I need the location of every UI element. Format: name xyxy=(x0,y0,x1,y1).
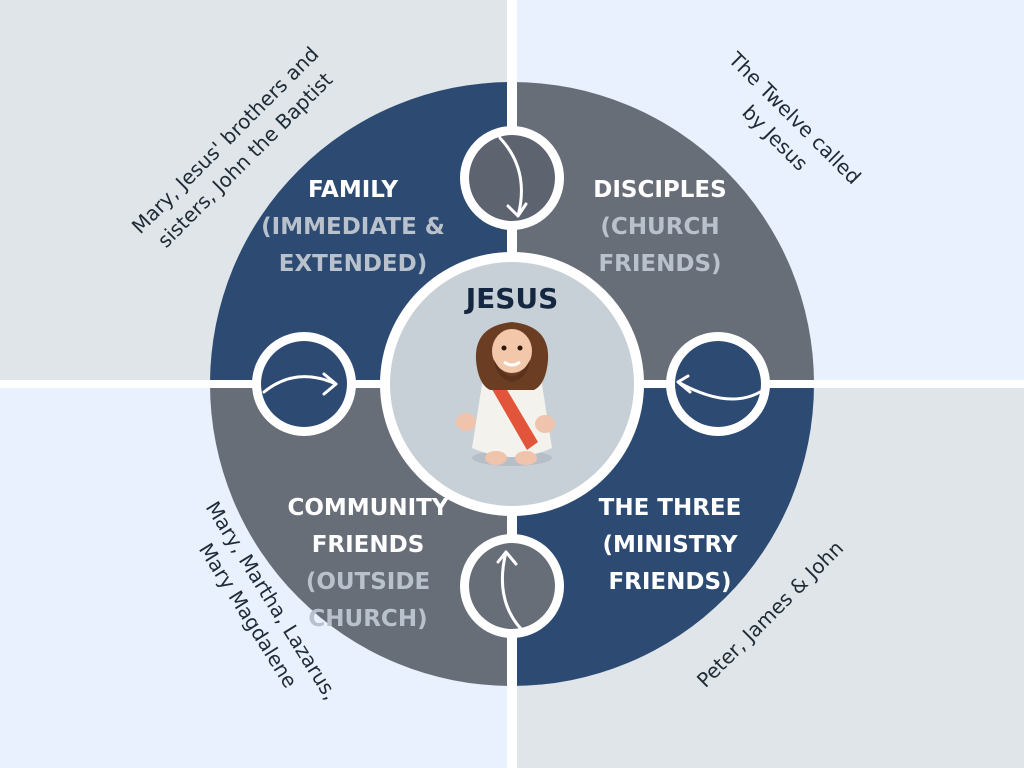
family-label: FAMILY (IMMEDIATE & EXTENDED) xyxy=(238,172,468,283)
arrow-right-icon xyxy=(252,332,356,436)
family-label-line1: FAMILY xyxy=(307,177,399,203)
community-label-line1: COMMUNITY xyxy=(287,495,449,521)
disciples-label-line1: DISCIPLES xyxy=(593,177,727,203)
jesus-figurine-icon xyxy=(456,322,555,466)
community-label-line3: (OUTSIDE xyxy=(305,569,431,595)
three-label-line2: (MINISTRY xyxy=(602,532,738,558)
disciples-label-line2: (CHURCH xyxy=(600,214,720,240)
family-label-line3: EXTENDED) xyxy=(278,251,428,277)
community-label-line4: CHURCH) xyxy=(308,606,428,632)
arrow-left-icon xyxy=(666,332,770,436)
disciples-label-line3: FRIENDS) xyxy=(598,251,722,277)
community-label-line2: FRIENDS xyxy=(311,532,425,558)
three-label-line1: THE THREE xyxy=(598,495,742,521)
disciples-label: DISCIPLES (CHURCH FRIENDS) xyxy=(560,172,760,283)
arrow-down-icon xyxy=(460,126,564,230)
family-label-line2: (IMMEDIATE & xyxy=(261,214,445,240)
center-title: JESUS xyxy=(465,282,559,315)
community-label: COMMUNITY FRIENDS (OUTSIDE CHURCH) xyxy=(268,490,468,638)
arrow-up-icon xyxy=(460,534,564,638)
three-label-line3: FRIENDS) xyxy=(608,569,732,595)
three-label: THE THREE (MINISTRY FRIENDS) xyxy=(570,490,770,601)
